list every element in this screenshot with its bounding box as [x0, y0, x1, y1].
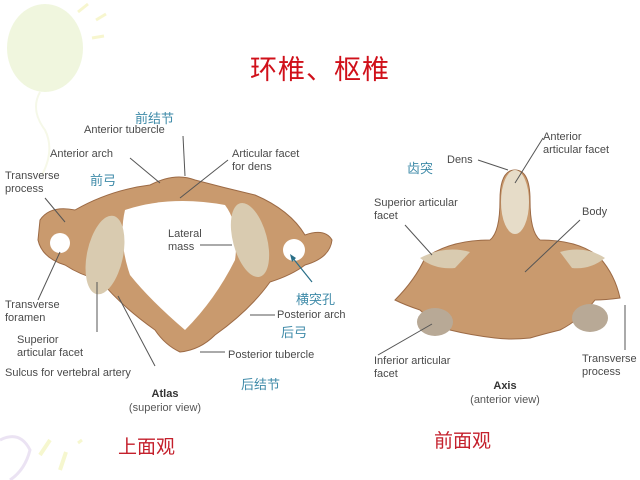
page-title: 环椎、枢椎: [250, 55, 390, 86]
atlas-vertebra-illustration: [37, 135, 333, 367]
axis-superior-facet-label-1: Superior articular: [374, 197, 458, 209]
balloon-decoration-icon: [7, 2, 107, 176]
axis-vertebra-illustration: [377, 137, 626, 356]
posterior-arch-cn-label: 后弓: [281, 326, 308, 341]
atlas-superior-facet-label-2: articular facet: [17, 347, 84, 359]
anterior-facet-label-1: Anterior: [543, 131, 582, 143]
dens-cn-label: 齿突: [407, 162, 434, 177]
transverse-foramen-label-2: foramen: [5, 312, 46, 324]
inferior-facet-label-2: facet: [374, 368, 398, 380]
anterior-arch-cn-label: 前弓: [90, 174, 117, 189]
anterior-tubercle-cn-label: 前结节: [135, 112, 175, 127]
axis-superior-facet-label-2: facet: [374, 210, 398, 222]
posterior-tubercle-cn-label: 后结节: [241, 378, 281, 393]
articular-facet-dens-label-1: Articular facet: [232, 148, 300, 160]
posterior-tubercle-label: Posterior tubercle: [228, 349, 315, 361]
dens-label: Dens: [447, 154, 473, 166]
atlas-caption: Atlas: [151, 388, 179, 400]
axis-transverse-process-label-2: process: [582, 366, 621, 378]
lateral-mass-label-1: Lateral: [168, 228, 202, 240]
atlas-superior-facet-label-1: Superior: [17, 334, 59, 346]
lateral-mass-label-2: mass: [168, 241, 195, 253]
transverse-foramen-cn-label: 横突孔: [296, 293, 336, 308]
bottom-left-decoration-icon: [0, 435, 83, 480]
inferior-facet-label-1: Inferior articular: [374, 355, 451, 367]
axis-view-caption: (anterior view): [470, 394, 540, 406]
body-label: Body: [582, 206, 608, 218]
anterior-tubercle-label: Anterior tubercle: [84, 124, 165, 136]
atlas-transverse-process-label-2: process: [5, 183, 44, 195]
atlas-view-cn-caption: 上面观: [118, 436, 176, 458]
articular-facet-dens-label-2: for dens: [232, 161, 272, 173]
sulcus-label: Sulcus for vertebral artery: [5, 367, 131, 379]
axis-view-cn-caption: 前面观: [434, 430, 492, 452]
axis-transverse-process-label-1: Transverse: [582, 353, 637, 365]
anterior-arch-label: Anterior arch: [50, 148, 113, 160]
posterior-arch-label: Posterior arch: [277, 309, 346, 321]
transverse-foramen-label-1: Transverse: [5, 299, 60, 311]
anterior-facet-label-2: articular facet: [543, 144, 610, 156]
atlas-view-caption: (superior view): [128, 402, 202, 414]
axis-caption: Axis: [493, 380, 517, 392]
atlas-transverse-process-label-1: Transverse: [5, 170, 60, 182]
